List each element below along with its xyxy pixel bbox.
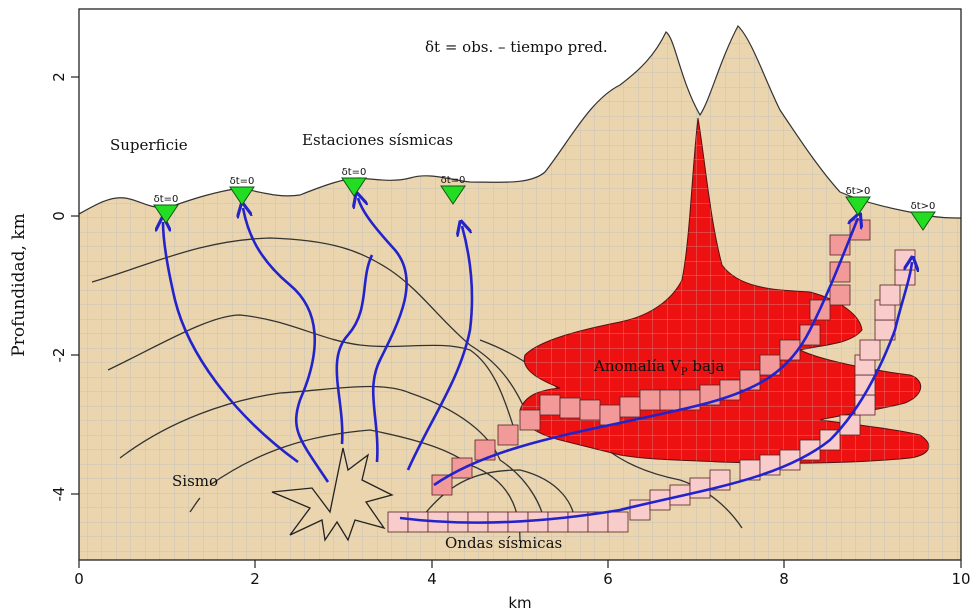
station-triangle-icon	[229, 186, 255, 206]
anomaly-label-subscript: P	[681, 367, 688, 378]
x-tick-4: 4	[427, 570, 437, 588]
delta-t-formula: δt = obs. – tiempo pred.	[425, 38, 608, 56]
x-axis-label: km	[508, 594, 531, 612]
x-tick-8: 8	[779, 570, 789, 588]
anomaly-label-main: Anomalía V	[593, 357, 682, 375]
ray-cell	[579, 399, 601, 421]
station-label: δt>0	[911, 201, 936, 212]
ray-cell	[607, 511, 629, 533]
x-tick-10: 10	[951, 570, 970, 588]
station-label: δt=0	[230, 176, 255, 187]
station-label: δt>0	[846, 186, 871, 197]
station-2: δt=0	[229, 176, 255, 206]
anomaly-label: Anomalía VP baja	[593, 357, 725, 378]
station-3: δt=0	[341, 167, 367, 197]
x-tick-6: 6	[603, 570, 613, 588]
ray-cell	[387, 511, 409, 533]
station-label: δt=0	[342, 167, 367, 178]
surface-label: Superficie	[110, 136, 188, 154]
station-triangle-icon	[845, 196, 871, 216]
station-1: δt=0	[153, 194, 179, 224]
y-axis-label: Profundidad, km	[9, 213, 29, 356]
y-tick-minus2: -2	[50, 348, 68, 363]
waves-label: Ondas sísmicas	[445, 534, 562, 552]
anomaly-label-suffix: baja	[688, 357, 725, 375]
station-6: δt>0	[910, 201, 936, 231]
ray-cell	[759, 354, 781, 376]
ray-cell	[599, 404, 621, 426]
ray-cell	[519, 409, 541, 431]
x-tick-0: 0	[74, 570, 84, 588]
earthquake-star	[271, 447, 394, 542]
low-velocity-anomaly	[519, 117, 930, 464]
ray-cell	[547, 511, 569, 533]
station-triangle-icon	[153, 204, 179, 224]
axis-ticks	[71, 76, 962, 568]
ray-cell	[879, 284, 901, 306]
ray-cell	[539, 394, 561, 416]
ray-cell	[829, 284, 851, 306]
plot-frame	[78, 8, 962, 561]
ray-cell	[659, 389, 681, 411]
station-5: δt>0	[845, 186, 871, 216]
ray-cell	[497, 424, 519, 446]
ray-cell	[689, 477, 711, 499]
y-tick-2: 2	[50, 72, 68, 82]
ray-cell	[431, 474, 453, 496]
seismic-stations: δt=0 δt=0 δt=0 δt=0 δt>0 δt>0	[153, 167, 936, 231]
x-tick-2: 2	[250, 570, 260, 588]
quake-label: Sismo	[172, 472, 218, 490]
station-triangle-icon	[341, 177, 367, 197]
ray-cell	[859, 339, 881, 361]
stations-label: Estaciones sísmicas	[302, 131, 453, 149]
seismic-rays	[163, 198, 912, 524]
station-label: δt=0	[441, 175, 466, 186]
y-tick-0: 0	[50, 211, 68, 221]
station-triangle-icon	[440, 185, 466, 205]
ray-cell	[639, 389, 661, 411]
station-triangle-icon	[910, 211, 936, 231]
station-4: δt=0	[440, 175, 466, 205]
y-tick-minus4: -4	[50, 487, 68, 502]
ray-cell	[559, 397, 581, 419]
ray-cell	[407, 511, 429, 533]
station-label: δt=0	[154, 194, 179, 205]
ray-cell	[619, 396, 641, 418]
